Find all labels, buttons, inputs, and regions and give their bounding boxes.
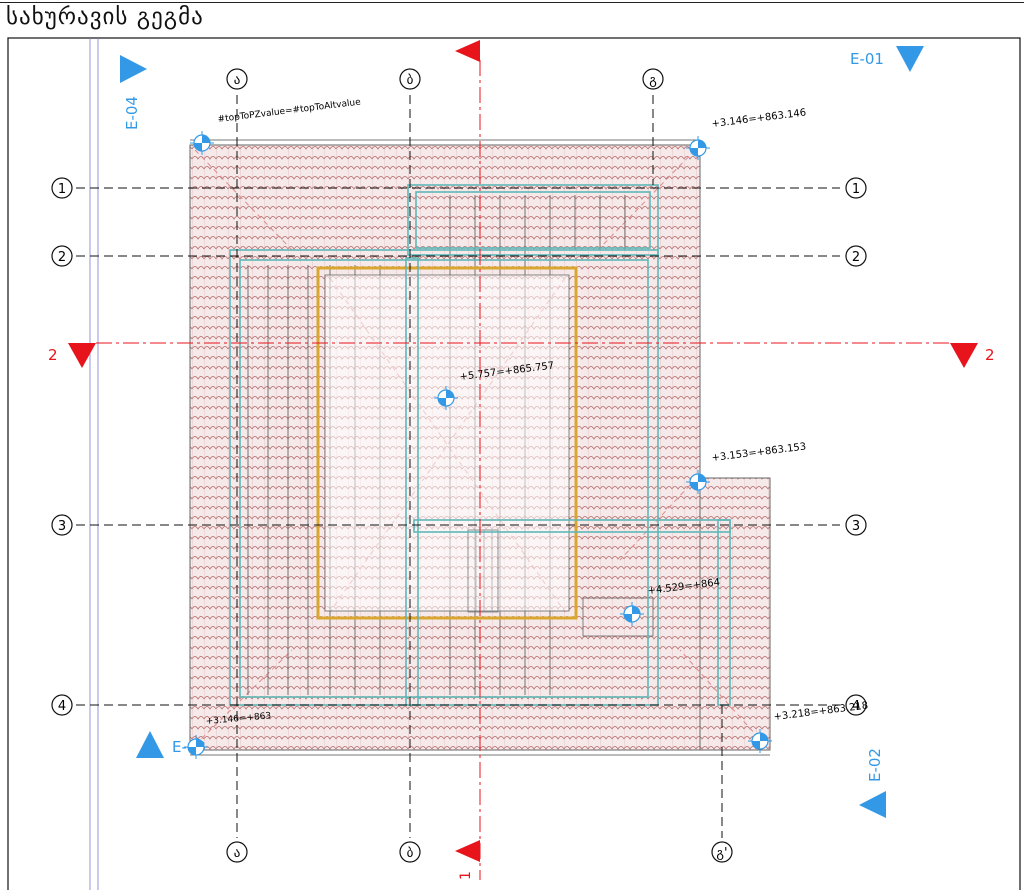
- svg-text:+3.218=+863.218: +3.218=+863.218: [773, 700, 869, 723]
- svg-text:3: 3: [852, 519, 860, 534]
- grid-bubble-right-3: 3: [845, 514, 867, 536]
- grid-bubble-top-g: გ: [642, 68, 664, 90]
- elevation-marker-e01: E-01: [850, 46, 924, 72]
- svg-text:4: 4: [58, 699, 66, 714]
- section-marker-2-right: 2: [950, 343, 995, 368]
- section-marker-2-left: 2: [48, 343, 96, 368]
- grid-bubble-left-1: 1: [51, 177, 73, 199]
- elevation-marker-e02: E-02: [859, 748, 886, 818]
- courtyard-glazing: [316, 266, 654, 637]
- svg-text:3: 3: [58, 519, 66, 534]
- section-marker-1-bottom: 1: [455, 840, 480, 880]
- svg-text:ბ: ბ: [407, 73, 414, 88]
- svg-text:4: 4: [852, 699, 860, 714]
- grid-bubble-bottom-g-prime: გ': [711, 841, 733, 863]
- svg-text:გ': გ': [716, 846, 727, 861]
- grid-lines: [76, 95, 840, 838]
- svg-text:2: 2: [58, 250, 66, 265]
- svg-text:E-04: E-04: [123, 96, 141, 130]
- grid-bubble-right-2: 2: [845, 245, 867, 267]
- svg-text:1: 1: [58, 182, 66, 197]
- grid-bubble-top-a: ა: [226, 68, 248, 90]
- page-title: სახურავის გეგმა: [6, 4, 204, 30]
- section-lines: [96, 60, 950, 880]
- svg-text:გ: გ: [649, 73, 657, 88]
- drawing-frame: [7, 37, 1021, 890]
- grid-bubble-left-3: 3: [51, 514, 73, 536]
- grid-bubble-top-b: ბ: [399, 68, 421, 90]
- svg-text:2: 2: [48, 346, 58, 364]
- svg-text:#topToPZvalue=#topToAltvalue: #topToPZvalue=#topToAltvalue: [217, 97, 362, 125]
- svg-text:E-01: E-01: [850, 50, 884, 68]
- grid-bubble-left-4: 4: [51, 694, 73, 716]
- svg-text:+3.146=+863.146: +3.146=+863.146: [711, 107, 807, 130]
- sheet-top-border: [0, 2, 1024, 3]
- grid-bubble-bottom-a: ა: [226, 841, 248, 863]
- level-symbol-top-right: +3.146=+863.146: [686, 107, 807, 160]
- grid-bubble-left-2: 2: [51, 245, 73, 267]
- grid-bubble-right-1: 1: [845, 177, 867, 199]
- grid-bubble-bottom-b: ბ: [399, 841, 421, 863]
- svg-text:ბ: ბ: [407, 846, 414, 861]
- svg-text:ა: ა: [234, 73, 241, 88]
- svg-text:2: 2: [985, 346, 995, 364]
- section-marker-1-top: [455, 40, 480, 62]
- svg-text:1: 1: [852, 182, 860, 197]
- svg-text:E-02: E-02: [866, 748, 884, 782]
- svg-text:+3.153=+863.153: +3.153=+863.153: [711, 441, 807, 464]
- elevation-marker-e04: E-04: [120, 55, 147, 130]
- svg-text:2: 2: [852, 250, 860, 265]
- svg-text:1: 1: [458, 871, 474, 880]
- svg-text:ა: ა: [234, 846, 241, 861]
- grid-bubble-right-4: 4: [845, 694, 867, 716]
- parapet-frames: [229, 184, 731, 706]
